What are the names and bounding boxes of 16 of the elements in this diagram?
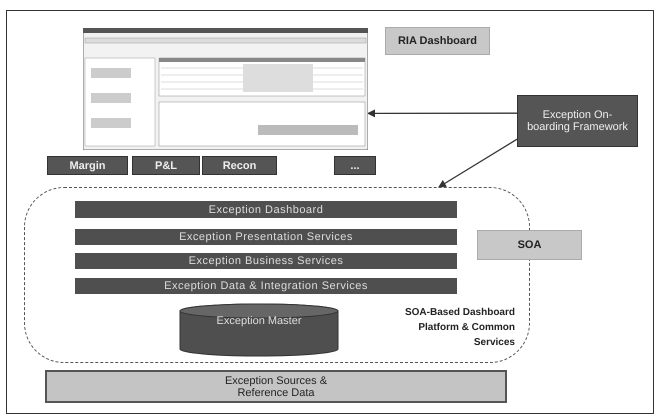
service-layer-bar: Exception Data & Integration Services <box>75 278 457 294</box>
tab: Recon <box>202 156 277 175</box>
tab: Margin <box>47 156 128 175</box>
arrow <box>438 138 518 188</box>
service-layer-bar: Exception Dashboard <box>75 201 457 218</box>
arrow <box>367 109 517 118</box>
framework-box: Exception On-boarding Framework <box>517 95 638 147</box>
label-box: SOA <box>477 230 582 260</box>
tab: P&L <box>132 156 200 175</box>
service-layer-bar: Exception Presentation Services <box>75 229 457 245</box>
label-box: RIA Dashboard <box>385 27 490 55</box>
platform-title: SOA-Based Dashboard Platform & Common Services <box>404 306 515 350</box>
tab: ... <box>334 156 376 175</box>
data-source-box: Exception Sources & Reference Data <box>45 370 507 403</box>
service-layer-bar: Exception Business Services <box>75 253 457 269</box>
database-label: Exception Master <box>216 315 302 327</box>
